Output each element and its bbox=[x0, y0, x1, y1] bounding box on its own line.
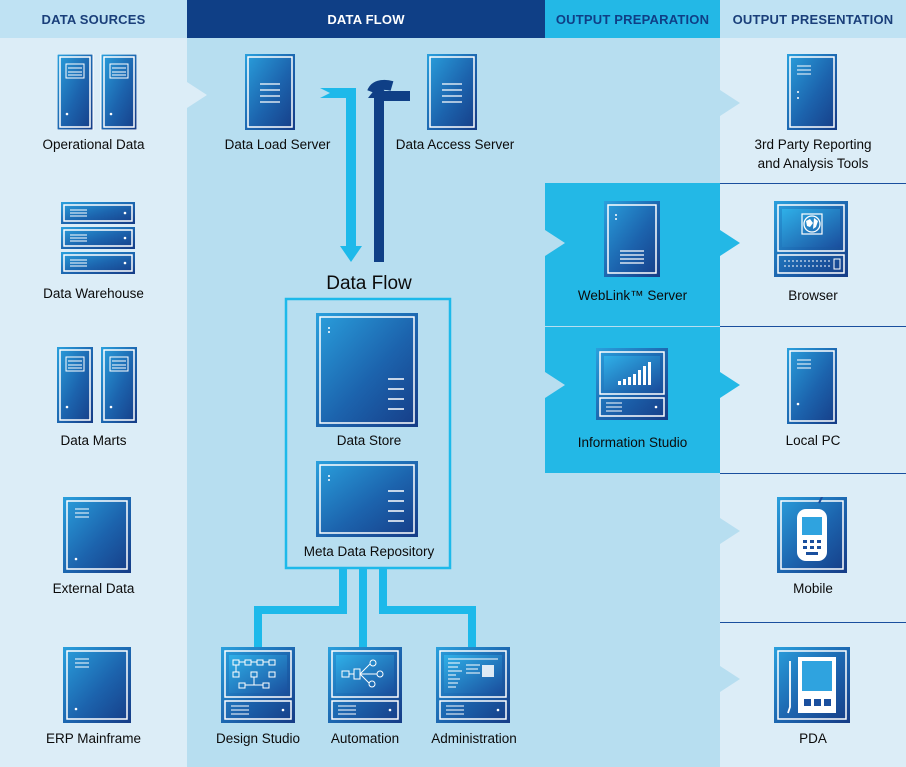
data-access-server-label: Data Access Server bbox=[395, 137, 515, 152]
third-party-tools-label-line2: and Analysis Tools bbox=[757, 156, 869, 171]
output-preparation-divider bbox=[545, 326, 720, 327]
information-studio-label: Information Studio bbox=[577, 435, 688, 450]
third-party-tools-label-line1: 3rd Party Reporting bbox=[754, 137, 872, 152]
data-load-pipe bbox=[318, 88, 356, 248]
data-flow-box bbox=[284, 297, 452, 570]
data-marts-label: Data Marts bbox=[60, 433, 127, 448]
chevron-icon bbox=[187, 82, 207, 108]
browser-label: Browser bbox=[788, 288, 838, 303]
presentation-divider bbox=[720, 326, 906, 327]
presentation-divider bbox=[720, 473, 906, 474]
weblink-server-icon bbox=[604, 201, 660, 277]
data-store-icon bbox=[316, 313, 418, 427]
server-tower-icon bbox=[63, 497, 131, 573]
automation-label: Automation bbox=[330, 731, 400, 746]
external-data-label: External Data bbox=[52, 581, 135, 596]
presentation-divider bbox=[720, 622, 906, 623]
server-tower-icon bbox=[63, 647, 131, 723]
arrow-right-icon bbox=[316, 86, 330, 100]
pda-label: PDA bbox=[799, 731, 827, 746]
server-tower-icon bbox=[57, 54, 137, 130]
chevron-icon bbox=[720, 372, 740, 398]
data-store-label: Data Store bbox=[336, 433, 402, 448]
chevron-icon bbox=[720, 518, 740, 544]
information-studio-icon bbox=[596, 348, 668, 420]
mobile-label: Mobile bbox=[793, 581, 833, 596]
server-tower-icon bbox=[57, 347, 137, 423]
chevron-icon bbox=[720, 230, 740, 256]
header-output-presentation: OUTPUT PRESENTATION bbox=[720, 0, 906, 38]
data-access-server-icon bbox=[427, 54, 477, 130]
data-load-server-label: Data Load Server bbox=[224, 137, 331, 152]
rack-server-icon bbox=[61, 202, 135, 274]
tools-connector bbox=[379, 568, 476, 648]
chevron-icon bbox=[720, 666, 740, 692]
header-output-preparation: OUTPUT PREPARATION bbox=[545, 0, 720, 38]
header-data-sources: DATA SOURCES bbox=[0, 0, 187, 38]
pda-icon bbox=[774, 647, 850, 723]
chevron-icon bbox=[720, 90, 740, 116]
data-flow-title: Data Flow bbox=[326, 273, 412, 294]
browser-icon bbox=[774, 201, 848, 277]
meta-data-repository-label: Meta Data Repository bbox=[303, 544, 435, 559]
design-studio-label: Design Studio bbox=[215, 731, 301, 746]
third-party-tools-icon bbox=[787, 54, 837, 130]
local-pc-icon bbox=[787, 348, 837, 424]
presentation-divider bbox=[720, 183, 906, 184]
data-load-server-icon bbox=[245, 54, 295, 130]
data-warehouse-label: Data Warehouse bbox=[43, 286, 144, 301]
tools-connector bbox=[254, 568, 347, 648]
automation-icon bbox=[328, 647, 402, 723]
chevron-icon bbox=[545, 230, 565, 256]
administration-icon bbox=[436, 647, 510, 723]
data-access-pipe bbox=[374, 91, 410, 262]
operational-data-label: Operational Data bbox=[42, 137, 145, 152]
meta-data-repository-icon bbox=[316, 461, 418, 537]
design-studio-icon bbox=[221, 647, 295, 723]
chevron-icon bbox=[545, 372, 565, 398]
header-data-flow: DATA FLOW bbox=[187, 0, 545, 38]
arrow-down-icon bbox=[340, 246, 362, 262]
weblink-server-label: WebLink™ Server bbox=[577, 288, 688, 303]
administration-label: Administration bbox=[431, 731, 517, 746]
local-pc-label: Local PC bbox=[785, 433, 841, 448]
mobile-phone-icon bbox=[777, 497, 847, 573]
erp-mainframe-label: ERP Mainframe bbox=[45, 731, 142, 746]
